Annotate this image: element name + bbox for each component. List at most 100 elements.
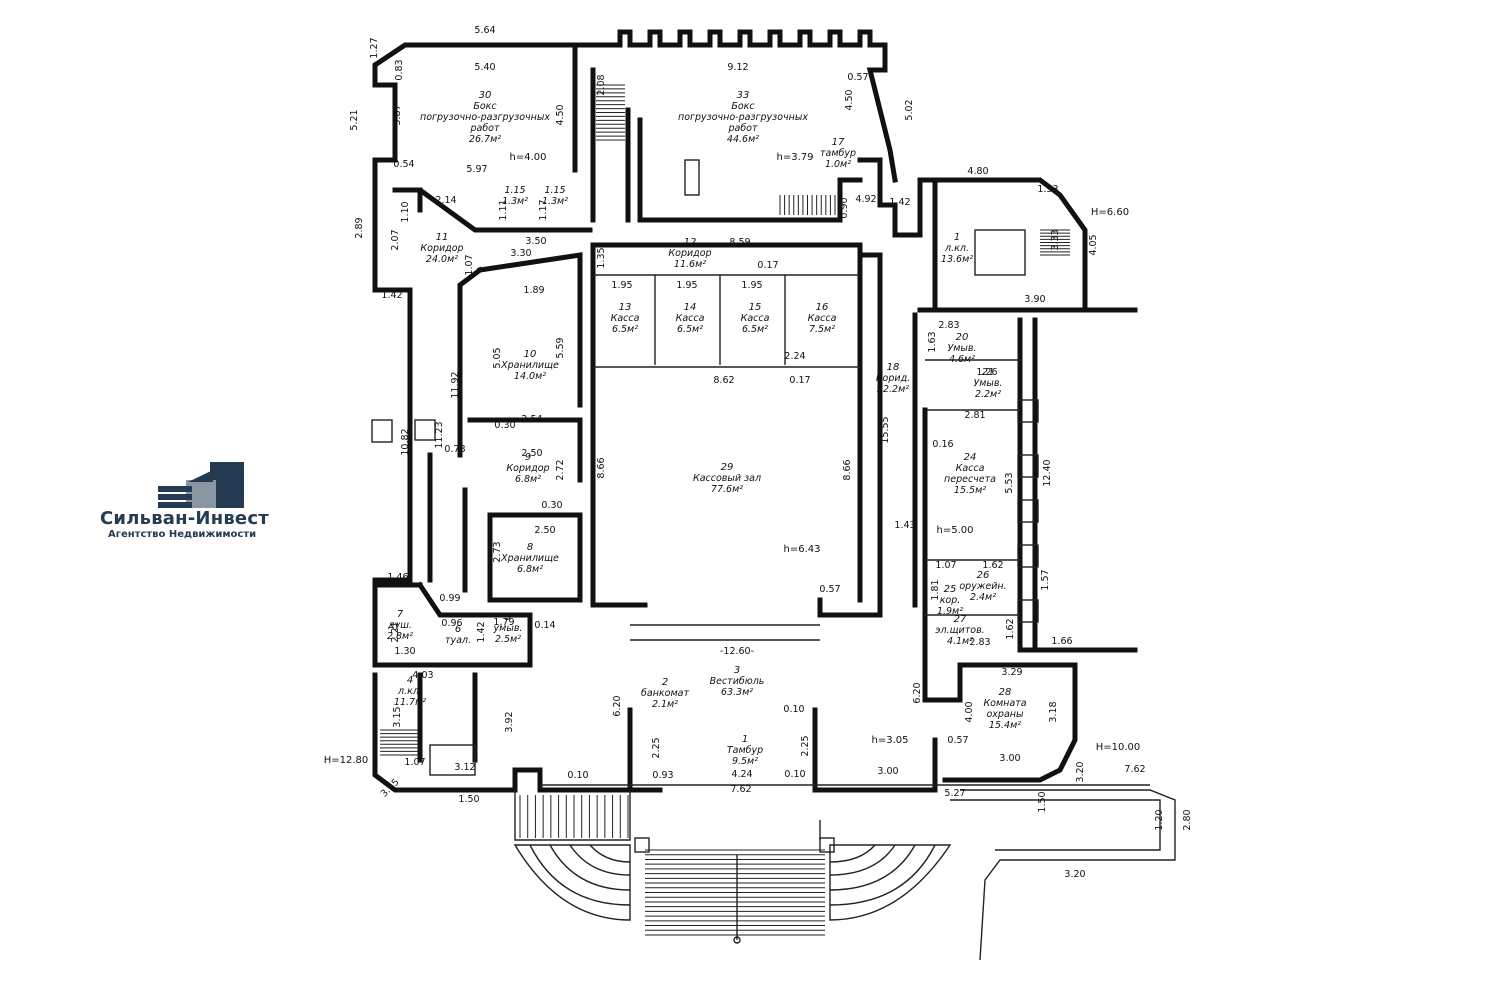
- dimension-label: 5.40: [474, 62, 495, 73]
- height-note: Н=6.60: [1091, 207, 1129, 218]
- dimension-label: 1.81: [930, 579, 941, 600]
- dimension-label: 2.89: [354, 217, 365, 238]
- dimension-label: 3.50: [525, 236, 546, 247]
- dimension-label: 5.21: [349, 109, 360, 130]
- room-name: Тамбур: [727, 745, 763, 756]
- room-area: 14.0м²: [514, 371, 546, 382]
- dimension-label: 1.57: [1040, 569, 1051, 590]
- dimension-label: 1.53: [1037, 184, 1058, 195]
- room-name: Касса: [956, 463, 985, 474]
- dimension-label: 4.92: [855, 194, 876, 205]
- room-area: 4.6м²: [949, 354, 975, 365]
- dimension-label: 2.50: [534, 525, 555, 536]
- room-name: умыв.: [493, 623, 523, 634]
- dimension-label: 0.57: [847, 72, 868, 83]
- room-name: Кассовый зал: [693, 473, 761, 484]
- dimension-label: 0.30: [494, 420, 515, 431]
- dimension-label: 2.83: [969, 637, 990, 648]
- room-number: 26: [977, 570, 990, 581]
- height-note: Н=12.80: [324, 755, 369, 766]
- room-labels: 30Бокспогрузочно-разгрузочныхработ26.7м²…: [387, 90, 1027, 767]
- room-number: 20: [956, 332, 969, 343]
- dimension-label: 1.30: [394, 646, 415, 657]
- dimension-label: 0.93: [652, 770, 673, 781]
- room-name: Коридор: [668, 248, 711, 259]
- room-number: 8: [527, 542, 533, 553]
- room-number: 10: [524, 349, 537, 360]
- dimension-label: 5.53: [1004, 472, 1015, 493]
- dimension-label: 0.10: [783, 704, 804, 715]
- dimension-label: 4.03: [412, 670, 433, 681]
- room-area: 6.5м²: [677, 324, 703, 335]
- dimension-label: 1.43: [894, 520, 915, 531]
- dimension-label: 3.00: [877, 766, 898, 777]
- dimension-label: 4.24: [731, 769, 752, 780]
- room-name: охраны: [987, 709, 1024, 720]
- room-name: оружейн.: [959, 581, 1006, 592]
- room-name: Хранилище: [500, 360, 559, 371]
- dimension-label: 0.99: [439, 593, 460, 604]
- room-number: 21: [982, 367, 995, 378]
- dimension-label: 2.50: [521, 448, 542, 459]
- room-number: 17: [832, 137, 845, 148]
- dimension-label: 11.23: [434, 421, 445, 448]
- dimension-label: 4.50: [555, 104, 566, 125]
- room-area: 6.5м²: [742, 324, 768, 335]
- room-number: 1: [742, 734, 748, 745]
- dimension-label: 2.80: [1182, 809, 1193, 830]
- dimension-label: 1.95: [676, 280, 697, 291]
- dimension-label: 11.92: [450, 371, 461, 398]
- room-name: Касса: [676, 313, 705, 324]
- dimension-label: 5.59: [555, 337, 566, 358]
- room-area: 11.7м²: [394, 697, 426, 708]
- dimension-label: 1.89: [523, 285, 544, 296]
- room-name: Умыв.: [973, 378, 1002, 389]
- dimension-label: 0.57: [947, 735, 968, 746]
- dimension-label: 1.10: [400, 201, 411, 222]
- room-area: 1.3м²: [502, 196, 528, 207]
- room-name: Касса: [741, 313, 770, 324]
- room-area: 4.1м²: [947, 636, 973, 647]
- room-name: Корид.: [876, 373, 910, 384]
- room-area: 6.8м²: [515, 474, 541, 485]
- dimension-label: 1.95: [611, 280, 632, 291]
- room-name: Коридор: [420, 243, 463, 254]
- dimension-label: 3.30: [510, 248, 531, 259]
- room-number: 14: [684, 302, 697, 313]
- dimension-label: 1.07: [464, 254, 475, 275]
- height-note: Н=10.00: [1096, 742, 1141, 753]
- dimension-label: 3.18: [1048, 701, 1059, 722]
- room-area: 63.3м²: [721, 687, 753, 698]
- dimension-label: 1.07: [404, 757, 425, 768]
- room-number: 16: [816, 302, 829, 313]
- room-number: 6: [455, 624, 461, 635]
- room-name: пересчета: [944, 474, 996, 485]
- room-area: 15.5м²: [954, 485, 986, 496]
- room-area: 15.4м²: [989, 720, 1021, 731]
- dimension-label: 0.54: [393, 159, 414, 170]
- room-area: 11.6м²: [674, 259, 706, 270]
- room-area: 44.6м²: [727, 134, 759, 145]
- dimension-label: 1.62: [1005, 618, 1016, 639]
- room-number: 29: [721, 462, 734, 473]
- room-area: 1.3м²: [542, 196, 568, 207]
- stairs: [380, 84, 1070, 936]
- room-area: 13.6м²: [941, 254, 973, 265]
- room-name: погрузочно-разгрузочных: [678, 112, 808, 123]
- dimension-label: 8.62: [713, 375, 734, 386]
- room-number: 7: [397, 609, 404, 620]
- room-number: 12: [684, 237, 697, 248]
- dimension-label: 5.05: [492, 347, 503, 368]
- dimension-label: 2.73: [492, 541, 503, 562]
- dimension-label: 6.20: [912, 682, 923, 703]
- room-area: 7.5м²: [809, 324, 835, 335]
- dimension-label: 0.96: [441, 618, 462, 629]
- dimension-label: 0.90: [839, 197, 850, 218]
- dimension-label: 2.25: [800, 735, 811, 756]
- dimension-label: 15.55: [880, 416, 891, 443]
- dimension-label: 1.27: [369, 37, 380, 58]
- dimension-label: 1.35: [596, 247, 607, 268]
- logo-name: Сильван-Инвест: [100, 508, 269, 529]
